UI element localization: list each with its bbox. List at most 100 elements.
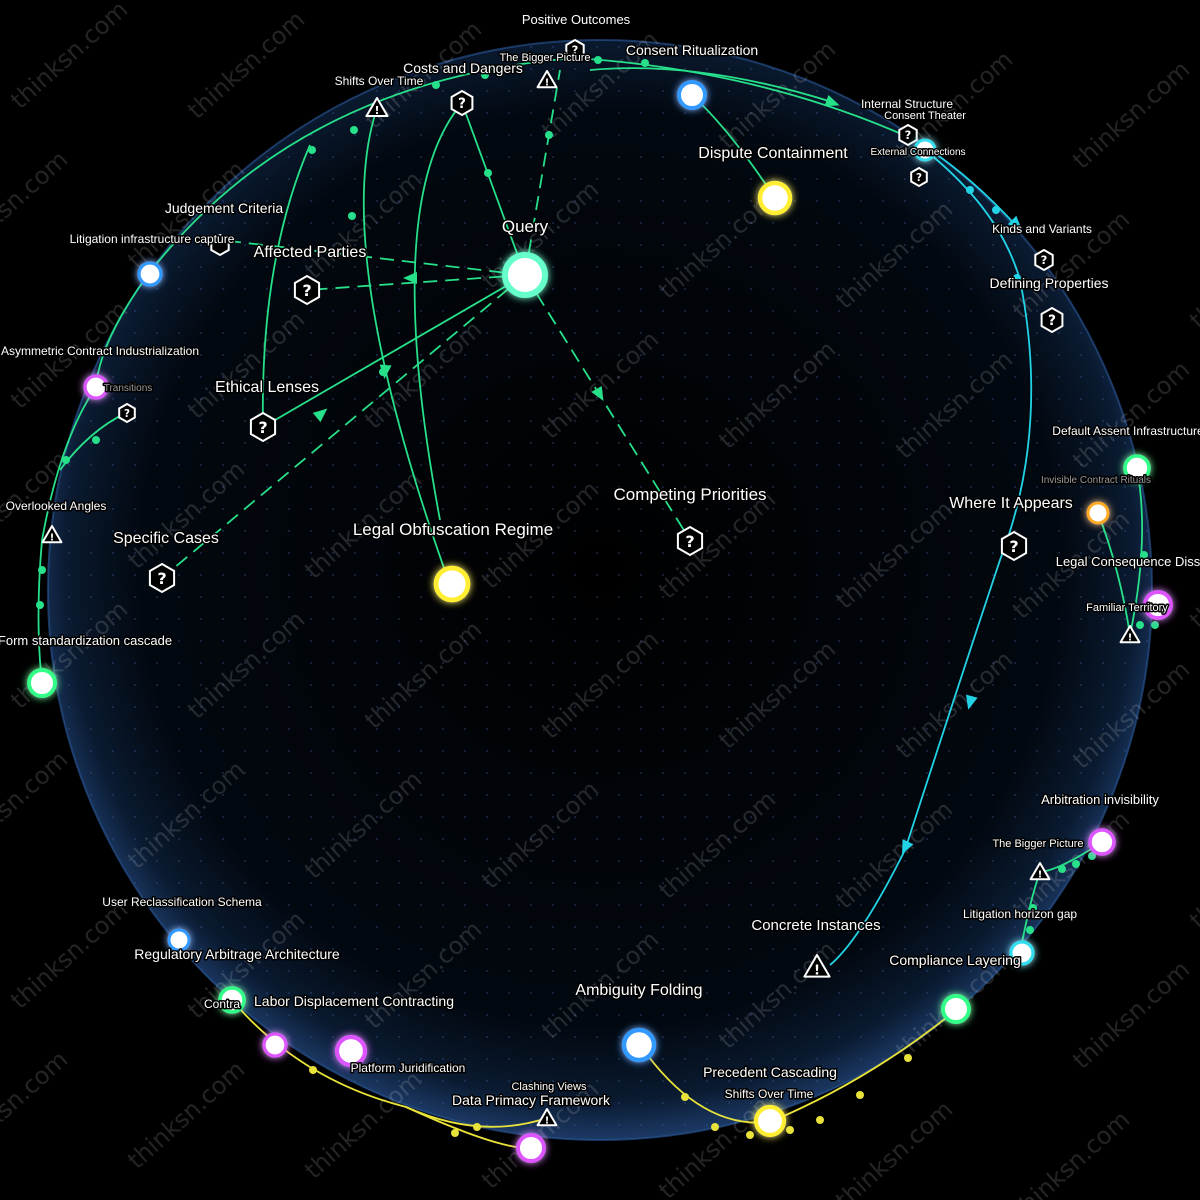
node-label-default-assent: Default Assent Infrastructure bbox=[1052, 424, 1200, 438]
node-dot-icon bbox=[167, 928, 191, 952]
node-labor-displacement[interactable] bbox=[262, 1032, 288, 1058]
node-legal-consequence[interactable] bbox=[1143, 590, 1173, 620]
exclamation-icon: ! bbox=[374, 104, 379, 117]
question-mark-icon: ? bbox=[905, 128, 912, 142]
node-ambiguity-folding[interactable] bbox=[621, 1027, 657, 1063]
node-label-labor-displacement: Labor Displacement Contracting bbox=[254, 993, 454, 1009]
node-dot-icon bbox=[218, 986, 246, 1014]
node-judgement-criteria[interactable] bbox=[210, 233, 230, 257]
node-platform-juridification[interactable] bbox=[334, 1034, 368, 1068]
edge-dot bbox=[350, 126, 358, 134]
edge-arrow bbox=[379, 364, 392, 379]
edge-dot bbox=[966, 186, 974, 194]
node-asymmetric-contract[interactable] bbox=[83, 374, 109, 400]
graph-sphere bbox=[47, 39, 1153, 1141]
node-dot-icon bbox=[433, 565, 471, 603]
node-dispute-containment[interactable] bbox=[757, 180, 793, 216]
node-arbitration-invisibility[interactable] bbox=[1088, 828, 1116, 856]
node-where-it-appears[interactable]: ? bbox=[1000, 530, 1028, 562]
question-mark-icon: ? bbox=[124, 408, 130, 420]
node-affected-parties[interactable]: ? bbox=[293, 274, 321, 306]
node-competing-priorities[interactable]: ? bbox=[676, 525, 704, 557]
node-label-consent-theater: Consent Theater bbox=[884, 110, 966, 122]
edge-query-specific bbox=[161, 274, 526, 579]
node-costs-dangers[interactable]: ? bbox=[450, 89, 474, 117]
node-shifts-time-top[interactable]: ! bbox=[365, 97, 389, 117]
node-label-bigger-picture-top: The Bigger Picture bbox=[499, 52, 590, 64]
question-mark-icon: ? bbox=[685, 532, 694, 551]
node-positive-outcomes[interactable]: ? bbox=[565, 38, 585, 62]
question-hex-icon bbox=[148, 562, 176, 594]
node-label-arbitration-invisibility: Arbitration invisibility bbox=[1041, 792, 1159, 807]
node-dot-icon bbox=[1123, 454, 1151, 482]
edge-dot bbox=[1072, 860, 1080, 868]
node-clashing-views[interactable]: ! bbox=[536, 1108, 558, 1127]
watermark-text: thinksn.com bbox=[1007, 1105, 1135, 1200]
node-litigation-horizon[interactable] bbox=[1009, 940, 1035, 966]
node-litigation-infra[interactable] bbox=[137, 261, 163, 287]
edge-dot bbox=[681, 1093, 689, 1101]
node-bigger-picture-right[interactable]: ! bbox=[1029, 862, 1051, 881]
warning-triangle-icon bbox=[536, 1108, 558, 1127]
edge-layer bbox=[37, 57, 1143, 1149]
edge-dot bbox=[746, 1131, 754, 1139]
node-label-concrete-instances: Concrete Instances bbox=[751, 917, 880, 934]
node-specific-cases[interactable]: ? bbox=[148, 562, 176, 594]
edge-dot bbox=[786, 1126, 794, 1134]
node-consent-ritualization[interactable] bbox=[677, 80, 707, 110]
node-external-connections[interactable]: ? bbox=[910, 166, 928, 188]
edge-dot bbox=[904, 1054, 912, 1062]
node-default-assent[interactable] bbox=[1123, 454, 1151, 482]
node-label-internal-structure: Internal Structure bbox=[861, 97, 953, 111]
node-ethical-lenses[interactable]: ? bbox=[249, 411, 277, 443]
edge-costs-legal bbox=[413, 102, 463, 521]
warning-triangle-icon bbox=[1029, 862, 1051, 881]
watermark-text: thinksn.com bbox=[0, 145, 73, 264]
node-data-primacy[interactable] bbox=[516, 1133, 546, 1163]
node-dot-icon bbox=[137, 261, 163, 287]
node-internal-structure[interactable]: ? bbox=[898, 123, 918, 147]
node-familiar-territory[interactable]: ! bbox=[1119, 625, 1141, 644]
question-hex-icon bbox=[1040, 306, 1064, 334]
node-dot-icon bbox=[502, 252, 548, 298]
node-contra[interactable] bbox=[218, 986, 246, 1014]
node-label-where-it-appears: Where It Appears bbox=[949, 495, 1073, 512]
question-hex-icon bbox=[898, 123, 918, 147]
edge-right-cluster bbox=[1129, 467, 1143, 636]
node-dot-icon bbox=[1086, 501, 1110, 525]
node-form-standardization[interactable] bbox=[27, 668, 57, 698]
edge-dot bbox=[484, 169, 492, 177]
edge-consent bbox=[589, 67, 836, 104]
node-dot-icon bbox=[83, 374, 109, 400]
node-precedent-cascading[interactable] bbox=[753, 1104, 787, 1138]
edge-arrow bbox=[824, 94, 840, 107]
exclamation-icon: ! bbox=[1038, 870, 1043, 881]
node-defining-properties[interactable]: ? bbox=[1040, 306, 1064, 334]
edge-dot bbox=[1140, 551, 1148, 559]
node-invisible-contract[interactable] bbox=[1086, 501, 1110, 525]
node-transitions[interactable]: ? bbox=[118, 402, 136, 424]
node-label-external-connections: External Connections bbox=[870, 147, 965, 158]
warning-triangle-icon bbox=[1119, 625, 1141, 644]
node-overlooked-angles[interactable]: ! bbox=[41, 525, 63, 544]
edge-left-2 bbox=[37, 386, 97, 684]
node-concrete-instances[interactable]: ! bbox=[803, 954, 831, 978]
question-mark-icon: ? bbox=[572, 43, 579, 57]
node-query[interactable] bbox=[502, 252, 548, 298]
node-dot-icon bbox=[621, 1027, 657, 1063]
node-compliance-layering[interactable] bbox=[941, 994, 971, 1024]
question-hex-icon bbox=[293, 274, 321, 306]
edge-dot bbox=[1013, 274, 1021, 282]
node-consent-theater[interactable] bbox=[913, 138, 937, 162]
edge-dot bbox=[1151, 621, 1159, 629]
node-kinds-variants[interactable]: ? bbox=[1034, 248, 1054, 272]
node-bigger-picture-top[interactable]: ! bbox=[536, 70, 558, 89]
edge-dot bbox=[856, 1091, 864, 1099]
node-legal-obfuscation[interactable] bbox=[433, 565, 471, 603]
edge-query-judgement bbox=[219, 239, 526, 276]
node-dot-icon bbox=[757, 180, 793, 216]
edge-dot bbox=[481, 71, 489, 79]
node-label-shifts-time-top: Shifts Over Time bbox=[335, 74, 424, 88]
question-mark-icon: ? bbox=[1041, 253, 1048, 267]
node-regulatory-arbitrage[interactable] bbox=[167, 928, 191, 952]
